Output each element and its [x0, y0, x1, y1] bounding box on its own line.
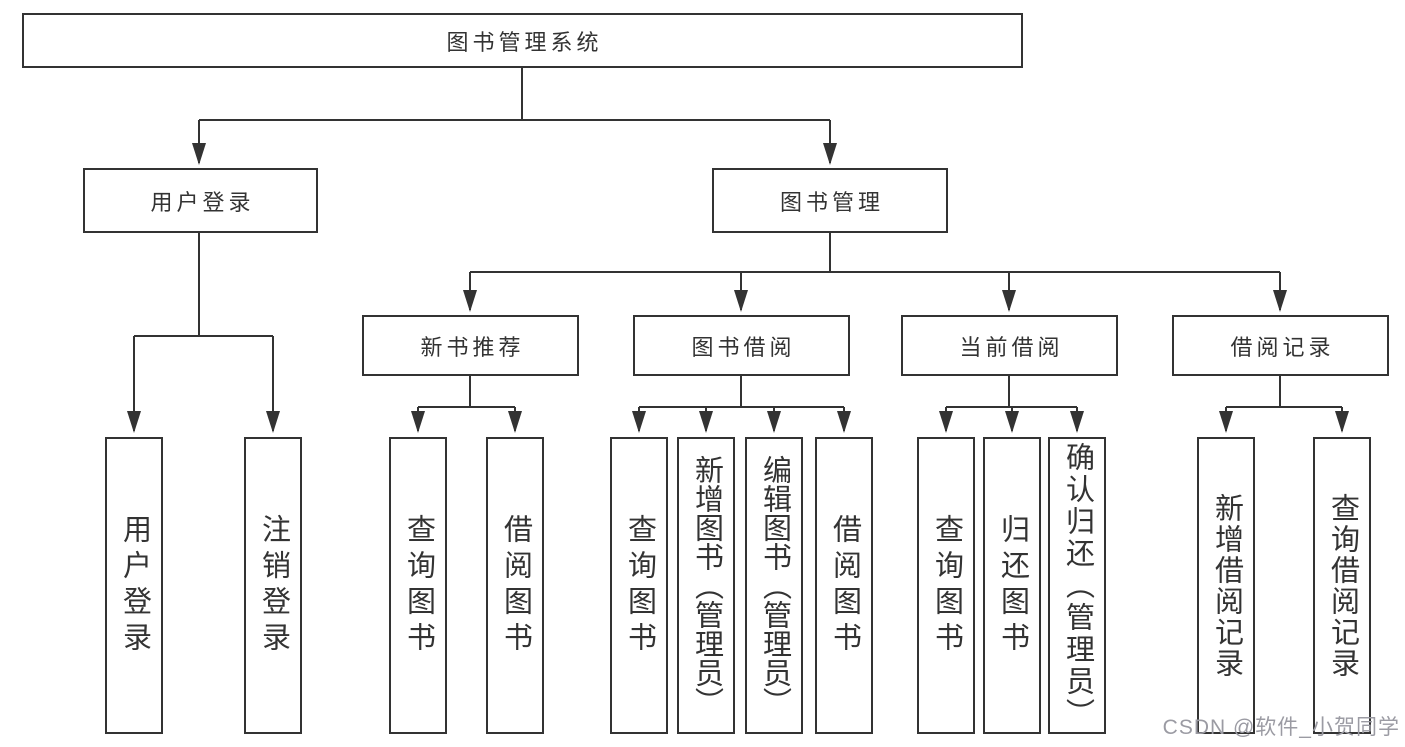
leaf-br-query-record-label: 查询借阅记录: [1326, 492, 1359, 679]
watermark-text: CSDN @软件_小贺同学: [1162, 716, 1400, 739]
node-book-management: 图书管理: [712, 168, 948, 233]
leaf-br-add-record-label: 新增借阅记录: [1210, 492, 1243, 679]
leaf-nb-borrow-book-label: 借阅图书: [499, 513, 532, 658]
leaf-user-login: 用户登录: [105, 437, 163, 734]
leaf-cb-return-book: 归还图书: [983, 437, 1041, 734]
node-borrow-records: 借阅记录: [1172, 315, 1389, 376]
leaf-br-query-record: 查询借阅记录: [1313, 437, 1371, 734]
leaf-cb-query-book: 查询图书: [917, 437, 975, 734]
leaf-bb-query-book-label: 查询图书: [623, 513, 656, 658]
node-new-book-recommend: 新书推荐: [362, 315, 579, 376]
node-user-login-label: 用户登录: [150, 189, 255, 215]
leaf-cb-confirm-return-admin: 确认归还（管理员）: [1048, 437, 1106, 734]
leaf-bb-query-book: 查询图书: [610, 437, 668, 734]
leaf-bb-edit-book-admin: 编辑图书（管理员）: [745, 437, 803, 734]
node-root: 图书管理系统: [22, 13, 1023, 68]
leaf-cb-confirm-return-admin-label: 确认归还（管理员）: [1061, 441, 1094, 730]
leaf-bb-edit-book-admin-label: 编辑图书（管理员）: [758, 455, 791, 716]
node-book-management-label: 图书管理: [779, 189, 884, 215]
leaf-cb-query-book-label: 查询图书: [930, 513, 963, 658]
node-current-borrow: 当前借阅: [901, 315, 1118, 376]
node-current-borrow-label: 当前借阅: [959, 334, 1064, 360]
node-user-login: 用户登录: [83, 168, 318, 233]
leaf-bb-borrow-book: 借阅图书: [815, 437, 873, 734]
node-borrow-records-label: 借阅记录: [1230, 334, 1335, 360]
leaf-bb-add-book-admin-label: 新增图书（管理员）: [690, 455, 723, 716]
node-new-book-recommend-label: 新书推荐: [420, 334, 525, 360]
leaf-cb-return-book-label: 归还图书: [996, 513, 1029, 658]
leaf-br-add-record: 新增借阅记录: [1197, 437, 1255, 734]
leaf-nb-query-book: 查询图书: [389, 437, 447, 734]
node-root-label: 图书管理系统: [446, 29, 603, 55]
leaf-bb-borrow-book-label: 借阅图书: [828, 513, 861, 658]
node-book-borrow-label: 图书借阅: [691, 334, 796, 360]
leaf-nb-borrow-book: 借阅图书: [486, 437, 544, 734]
leaf-logout-label: 注销登录: [257, 513, 290, 658]
node-book-borrow: 图书借阅: [633, 315, 850, 376]
connector-arrows: [127, 120, 1349, 433]
leaf-bb-add-book-admin: 新增图书（管理员）: [677, 437, 735, 734]
leaf-logout: 注销登录: [244, 437, 302, 734]
leaf-user-login-label: 用户登录: [118, 513, 151, 658]
leaf-nb-query-book-label: 查询图书: [402, 513, 435, 658]
